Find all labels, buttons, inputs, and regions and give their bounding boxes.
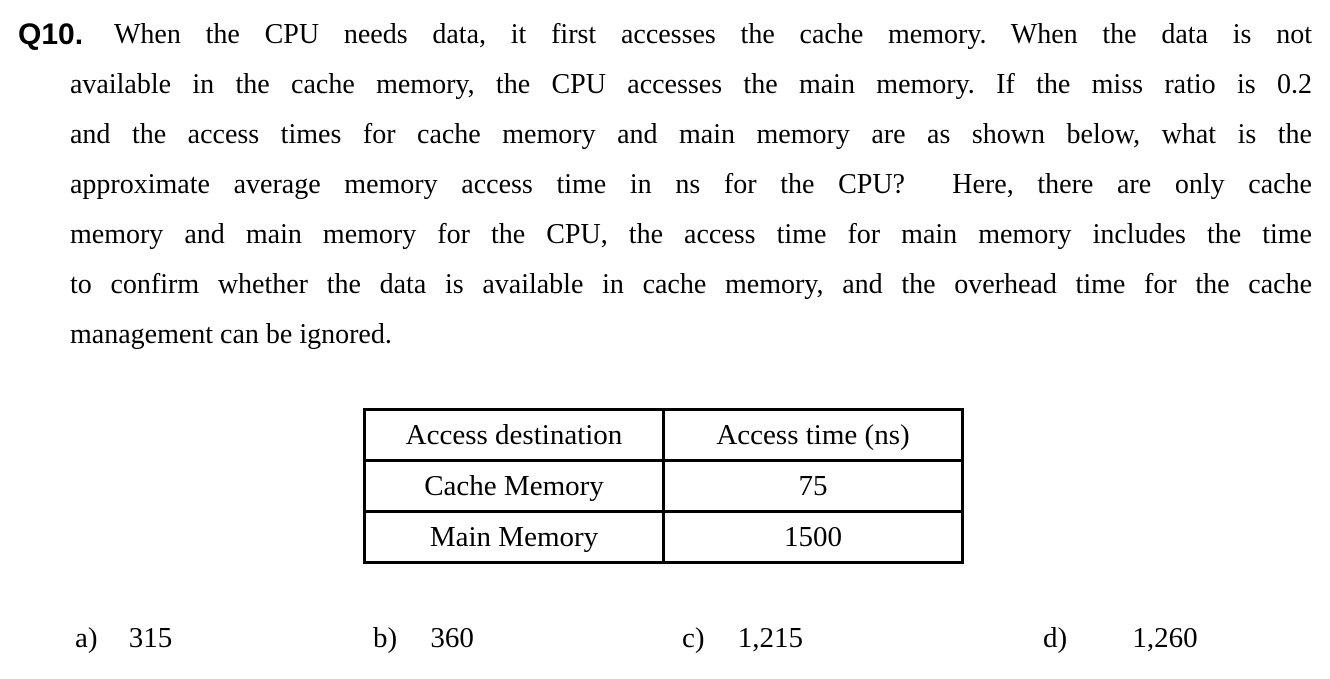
option-b-value: 360 xyxy=(430,622,474,654)
cell-destination: Main Memory xyxy=(363,510,665,564)
question-line: management can be ignored. xyxy=(70,319,392,350)
cell-destination: Cache Memory xyxy=(363,459,665,513)
option-c: c) 1,215 xyxy=(682,622,803,655)
question-line: approximate average memory access time i… xyxy=(70,169,1312,200)
answer-options: a) 315 b) 360 c) 1,215 d) 1,260 xyxy=(0,622,1330,662)
question-line: available in the cache memory, the CPU a… xyxy=(70,69,1312,100)
table-header-access-destination: Access destination xyxy=(363,408,665,462)
question-line: and the access times for cache memory an… xyxy=(70,119,1312,150)
access-time-table: Access destination Access time (ns) Cach… xyxy=(363,408,964,564)
option-d-value: 1,260 xyxy=(1132,622,1198,654)
option-c-label: c) xyxy=(682,622,705,654)
option-a-label: a) xyxy=(75,622,98,654)
option-b-label: b) xyxy=(373,622,398,654)
question-line: memory and main memory for the CPU, the … xyxy=(70,219,1312,250)
table-header-access-time: Access time (ns) xyxy=(662,408,964,462)
option-b: b) 360 xyxy=(373,622,474,655)
option-c-value: 1,215 xyxy=(737,622,804,654)
table-header-row: Access destination Access time (ns) xyxy=(363,408,964,462)
option-d-label: d) xyxy=(1043,622,1068,654)
table-row: Cache Memory 75 xyxy=(363,459,964,513)
question-number: Q10. xyxy=(18,18,84,51)
question-line: to confirm whether the data is available… xyxy=(70,269,1312,300)
question-line: When the CPU needs data, it first access… xyxy=(114,19,1312,50)
cell-time: 75 xyxy=(662,459,964,513)
cell-time: 1500 xyxy=(662,510,964,564)
option-a: a) 315 xyxy=(75,622,172,655)
option-d: d) 1,260 xyxy=(1043,622,1198,655)
option-a-value: 315 xyxy=(128,622,173,654)
question-text: When the CPU needs data, it first access… xyxy=(70,10,1312,360)
table-row: Main Memory 1500 xyxy=(363,510,964,564)
